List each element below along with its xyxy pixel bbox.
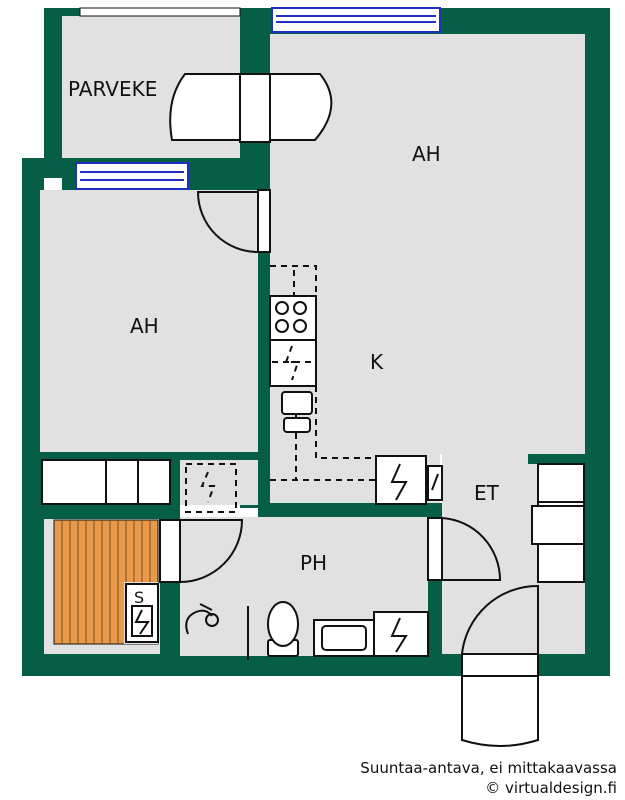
disclaimer-text: Suuntaa-antava, ei mittakaavassa <box>360 759 617 777</box>
balcony-door <box>169 73 333 143</box>
fridge <box>375 455 427 505</box>
shower-fixture <box>185 603 219 635</box>
room-label-bathroom: PH <box>300 551 327 575</box>
bedroom-floor <box>40 190 258 452</box>
sauna-door <box>159 519 244 583</box>
bathroom-sink <box>313 619 375 657</box>
dishwasher <box>272 345 314 381</box>
bedroom-wardrobe <box>41 459 171 505</box>
storage-closet <box>185 463 237 513</box>
window-bedroom <box>75 162 189 190</box>
storage-floor <box>180 460 258 505</box>
window-balcony-top <box>79 7 241 17</box>
kitchen-sink <box>281 391 313 433</box>
sauna-heater <box>125 583 159 643</box>
room-label-balcony: PARVEKE <box>68 77 157 101</box>
toilet <box>267 601 299 657</box>
credit-text: © virtualdesign.fi <box>485 779 617 797</box>
room-label-bedroom: AH <box>130 314 159 338</box>
washing-machine <box>373 611 429 657</box>
sauna-heater-label: S <box>134 588 144 607</box>
room-label-kitchen: K <box>370 350 384 374</box>
entrance-door <box>461 584 539 747</box>
room-label-living-room: AH <box>412 142 441 166</box>
entrance-wardrobe <box>531 463 585 583</box>
window-living-room <box>271 7 441 33</box>
room-label-entrance: ET <box>474 481 500 505</box>
small-cabinet <box>427 465 443 501</box>
bathroom-door <box>427 517 502 581</box>
stove <box>275 301 307 333</box>
bedroom-door <box>196 189 271 253</box>
